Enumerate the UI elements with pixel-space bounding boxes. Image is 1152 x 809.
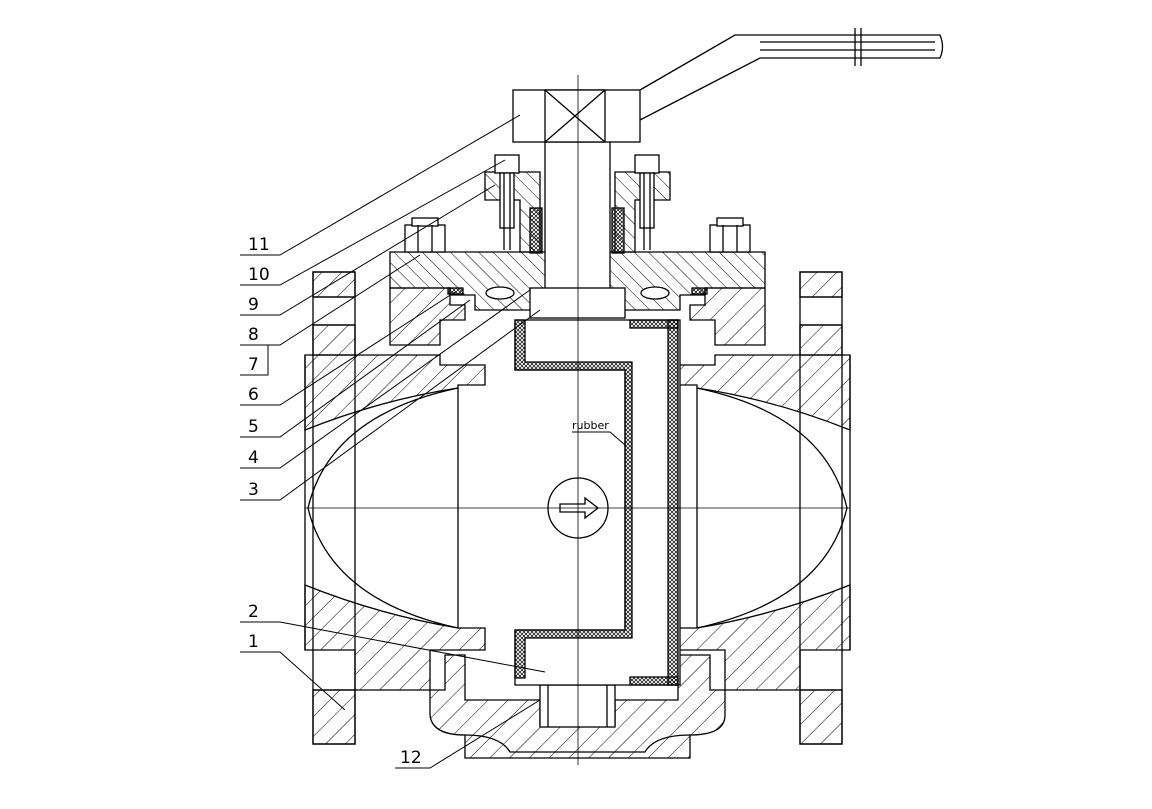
stem bbox=[544, 139, 611, 291]
part-label-10: 10 bbox=[248, 265, 270, 285]
part-label-9: 9 bbox=[248, 295, 259, 315]
part-label-1: 1 bbox=[248, 632, 259, 652]
gland-left bbox=[484, 171, 541, 253]
gland-bolt-right bbox=[634, 154, 660, 250]
part-label-8: 8 bbox=[248, 325, 259, 345]
material-label-rubber: rubber bbox=[572, 419, 609, 432]
gland-bolt-left bbox=[494, 154, 520, 250]
bonnet-bolt-left bbox=[404, 217, 446, 253]
rubber-lining bbox=[514, 319, 633, 679]
part-label-6: 6 bbox=[248, 385, 259, 405]
bonnet-bolt-right bbox=[709, 217, 751, 253]
part-label-2: 2 bbox=[248, 602, 259, 622]
packing-left bbox=[529, 207, 543, 254]
part-label-3: 3 bbox=[248, 480, 259, 500]
body-upper-right bbox=[677, 354, 851, 431]
part-label-12: 12 bbox=[400, 748, 422, 768]
gland-right bbox=[614, 171, 671, 253]
handle-lever bbox=[639, 34, 944, 121]
packing-right bbox=[611, 207, 625, 254]
leader-lines bbox=[240, 114, 626, 769]
body-upper-left bbox=[304, 354, 486, 431]
valve-body bbox=[304, 28, 944, 765]
part-label-4: 4 bbox=[248, 448, 259, 468]
part-label-5: 5 bbox=[248, 417, 259, 437]
body-lower-left bbox=[304, 584, 486, 691]
part-label-7: 7 bbox=[248, 355, 259, 375]
body-lower-right bbox=[677, 584, 851, 691]
part-label-11: 11 bbox=[248, 235, 270, 255]
